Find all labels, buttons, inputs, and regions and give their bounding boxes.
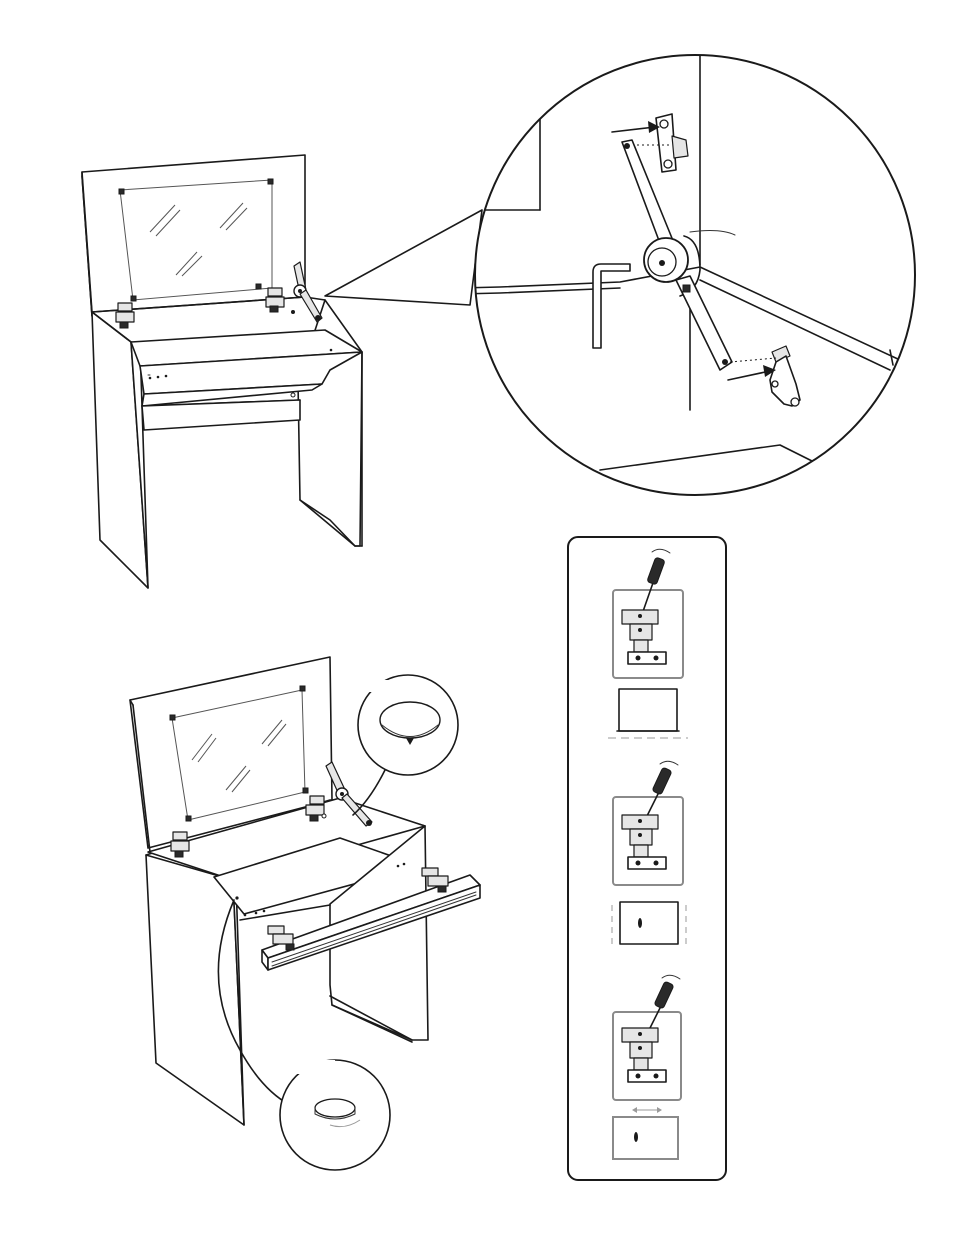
callout-pointer — [325, 210, 482, 305]
lift-stay-small — [291, 262, 322, 322]
buffer-detail-top — [353, 675, 458, 815]
hinge-left-top — [116, 303, 134, 328]
desk-body — [92, 297, 362, 588]
hinge-adjustment-panel — [568, 537, 726, 1180]
hinge-right-top — [266, 288, 284, 312]
vanity-bottom-figure — [130, 657, 480, 1170]
vanity-top-figure — [82, 155, 482, 588]
